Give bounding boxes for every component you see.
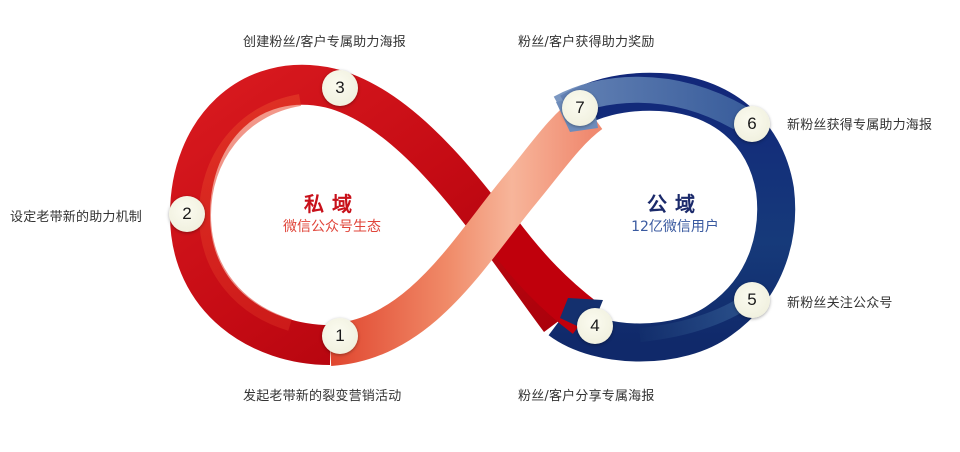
- step-label-6: 新粉丝获得专属助力海报: [787, 118, 933, 133]
- public-domain-title: 公域: [647, 192, 703, 216]
- step-label-5: 新粉丝关注公众号: [787, 296, 893, 311]
- step-node-1: 1: [322, 318, 358, 354]
- step-node-7: 7: [562, 90, 598, 126]
- step-node-6: 6: [734, 106, 770, 142]
- step-label-7: 粉丝/客户获得助力奖励: [518, 35, 655, 50]
- public-domain-subtitle: 12亿微信用户: [631, 219, 719, 235]
- step-node-4: 4: [577, 308, 613, 344]
- private-domain-title: 私域: [304, 192, 360, 216]
- step-label-3: 创建粉丝/客户专属助力海报: [243, 35, 406, 50]
- step-label-4: 粉丝/客户分享专属海报: [518, 389, 655, 404]
- step-label-1: 发起老带新的裂变营销活动: [243, 389, 402, 404]
- private-domain-subtitle: 微信公众号生态: [283, 219, 381, 235]
- step-label-2: 设定老带新的助力机制: [10, 210, 143, 225]
- step-node-5: 5: [734, 282, 770, 318]
- step-node-2: 2: [169, 196, 205, 232]
- step-node-3: 3: [322, 70, 358, 106]
